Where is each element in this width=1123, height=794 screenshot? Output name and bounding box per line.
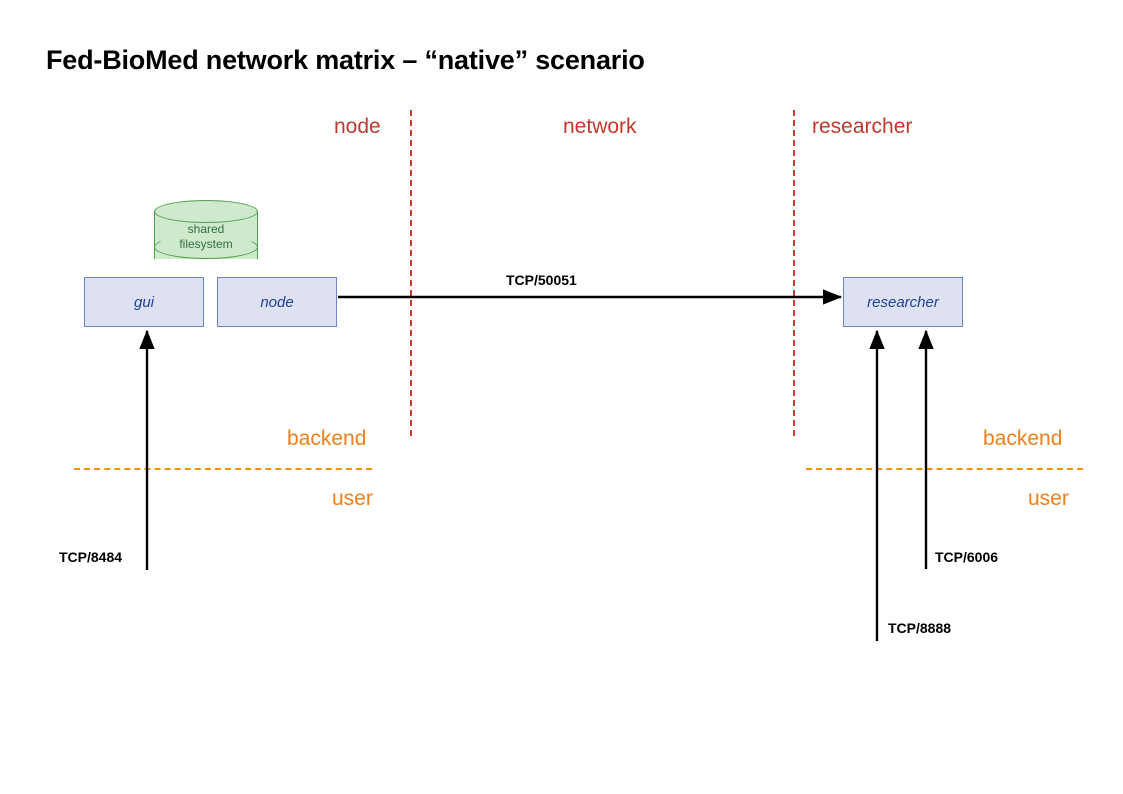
component-label-gui: gui: [133, 293, 155, 311]
component-label-node: node: [260, 293, 294, 311]
zone-label-node: node: [334, 115, 381, 138]
cylinder-top-ellipse: [154, 200, 258, 223]
port-label-tcp-50051: TCP/50051: [506, 272, 577, 288]
shared-filesystem-label-line2: filesystem: [179, 237, 233, 251]
tier-label-user-left: user: [332, 487, 373, 510]
tier-divider-left: [74, 468, 372, 470]
component-box-researcher[interactable]: researcher: [843, 277, 963, 327]
component-box-node[interactable]: node: [217, 277, 337, 327]
tier-label-user-right: user: [1028, 487, 1069, 510]
component-label-researcher: researcher: [867, 293, 939, 311]
shared-filesystem-label: shared filesystem: [154, 222, 258, 252]
zone-divider-network-researcher: [793, 110, 795, 436]
cylinder-bottom-ellipse: [154, 235, 258, 259]
page-title: Fed-BioMed network matrix – “native” sce…: [46, 45, 645, 75]
zone-label-researcher: researcher: [812, 115, 913, 138]
tier-label-backend-right: backend: [983, 427, 1063, 450]
zone-divider-node-network: [410, 110, 412, 436]
tier-label-backend-left: backend: [287, 427, 367, 450]
port-label-tcp-6006: TCP/6006: [935, 549, 999, 565]
shared-filesystem-label-line1: shared: [187, 222, 225, 236]
zone-label-network: network: [563, 115, 637, 138]
port-label-tcp-8888: TCP/8888: [888, 620, 952, 636]
shared-filesystem-cylinder: shared filesystem: [154, 200, 258, 270]
tier-divider-right: [806, 468, 1083, 470]
port-label-tcp-8484: TCP/8484: [59, 549, 123, 565]
component-box-gui[interactable]: gui: [84, 277, 204, 327]
